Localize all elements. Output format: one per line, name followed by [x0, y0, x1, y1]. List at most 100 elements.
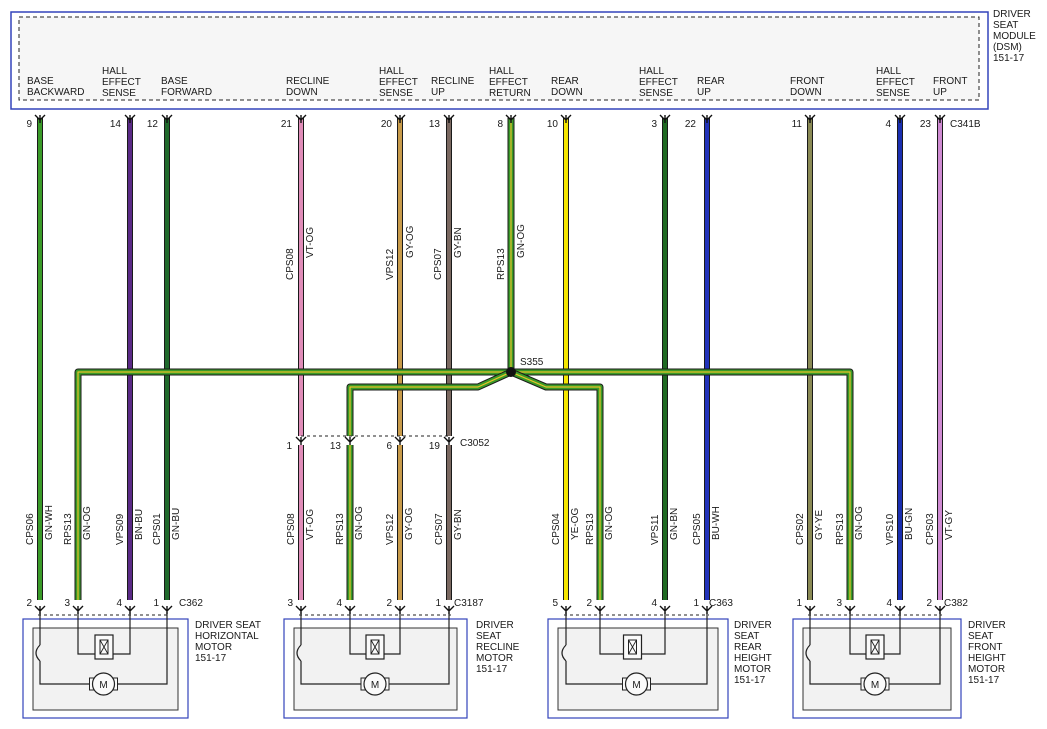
dsm-pin-terminal — [560, 114, 572, 123]
wire-color-label: GY-BN — [453, 509, 464, 540]
circuit-label: CPS07 — [434, 513, 445, 545]
dsm-pin-terminal — [394, 114, 406, 123]
pin-number: 19 — [429, 441, 441, 452]
dsm-pin-terminal — [161, 114, 173, 123]
connector-id: C362 — [179, 598, 203, 609]
wire-color-label: VT-OG — [305, 227, 316, 258]
pin-number: 22 — [685, 119, 697, 130]
wire-color-label: GN-OG — [516, 224, 527, 258]
pin-number: 12 — [147, 119, 159, 130]
circuit-label: VPS11 — [650, 514, 661, 545]
pin-number: 5 — [552, 598, 558, 609]
dsm-pin-terminal — [804, 114, 816, 123]
top-wire-labels: CPS08 VT-OG VPS12 GY-OG CPS07 GY-BN RPS1… — [285, 224, 527, 280]
inline-pin-terminal — [394, 436, 406, 445]
pin-number: 13 — [330, 441, 342, 452]
motor-symbol: M — [632, 680, 640, 691]
dsm-connector-id: C341B — [950, 119, 981, 130]
pin-number: 21 — [281, 119, 293, 130]
circuit-label: CPS08 — [285, 248, 296, 280]
dsm-pin-terminal — [659, 114, 671, 123]
connector-id: C363 — [709, 598, 733, 609]
circuit-label: VPS09 — [115, 513, 126, 545]
wire-color-label: GY-YE — [814, 509, 825, 540]
motor-pin-terminal — [344, 605, 356, 614]
pin-number: 6 — [386, 441, 392, 452]
circuit-label: RPS13 — [496, 248, 507, 280]
motor-symbol: M — [99, 680, 107, 691]
pin-number: 9 — [26, 119, 32, 130]
dsm-pin-terminal — [295, 114, 307, 123]
return-wire-rear — [509, 368, 604, 600]
motor-pin-terminal — [72, 605, 84, 614]
circuit-label: RPS13 — [835, 513, 846, 545]
circuit-label: CPS02 — [795, 513, 806, 545]
connector-id: C382 — [944, 598, 968, 609]
wire-color-label: BU-WH — [711, 506, 722, 540]
pin-number: 11 — [792, 119, 803, 130]
pin-number: 1 — [796, 598, 802, 609]
circuit-label: RPS13 — [63, 513, 74, 545]
motor-pin-terminal — [124, 605, 136, 614]
pin-number: 1 — [153, 598, 159, 609]
inline-pin-terminal — [295, 436, 307, 445]
motor-pin-terminal — [934, 605, 946, 614]
motor-icon: M — [360, 672, 390, 696]
driver-seat-module: DRIVER SEAT MODULE (DSM) 151-17 — [10, 9, 1036, 110]
circuit-label: CPS04 — [551, 513, 562, 545]
hall-sensor-icon — [622, 634, 643, 660]
dsm-pin-terminal — [124, 114, 136, 123]
pin-number: 1 — [693, 598, 699, 609]
circuit-label: VPS10 — [885, 513, 896, 545]
wire-color-label: GY-OG — [404, 507, 415, 540]
motor-symbol: M — [871, 680, 879, 691]
dsm-connector-pins: 9 14 12 21 20 13 8 10 3 22 11 4 23 C341B — [26, 119, 980, 130]
dsm-pin-terminal — [443, 114, 455, 123]
pin-number: 13 — [429, 119, 441, 130]
circuit-label: CPS05 — [692, 513, 703, 545]
pin-number: 2 — [386, 598, 392, 609]
return-wire-recline — [346, 368, 513, 436]
pin-number: 3 — [287, 598, 293, 609]
motor-icon: M — [622, 672, 651, 696]
connector-id: C3187 — [454, 598, 484, 609]
pin-number: 4 — [885, 119, 891, 130]
splice-label: S355 — [520, 357, 544, 368]
motor-pin-terminal — [295, 605, 307, 614]
wire-color-label: GN-OG — [354, 506, 365, 540]
motor-pin-terminal — [443, 605, 455, 614]
motor-pin-terminal — [594, 605, 606, 614]
pin-number: 10 — [547, 119, 559, 130]
wire-color-label: GN-OG — [604, 506, 615, 540]
motor-pin-terminal — [394, 605, 406, 614]
circuit-label: VPS12 — [385, 513, 396, 545]
motor-icon: M — [89, 672, 118, 696]
wire-color-label: YE-OG — [570, 508, 581, 540]
wire-color-label: VT-GY — [944, 510, 955, 540]
pin-number: 2 — [26, 598, 32, 609]
circuit-label: RPS13 — [335, 513, 346, 545]
wire-color-label: BN-BU — [134, 509, 145, 540]
circuit-label: CPS01 — [152, 513, 163, 545]
wire-color-label: GY-OG — [405, 225, 416, 258]
motor-symbol: M — [371, 680, 379, 691]
dsm-pin-terminal — [934, 114, 946, 123]
pin-number: 14 — [110, 119, 122, 130]
pin-number: 8 — [497, 119, 503, 130]
pin-number: 4 — [886, 598, 892, 609]
